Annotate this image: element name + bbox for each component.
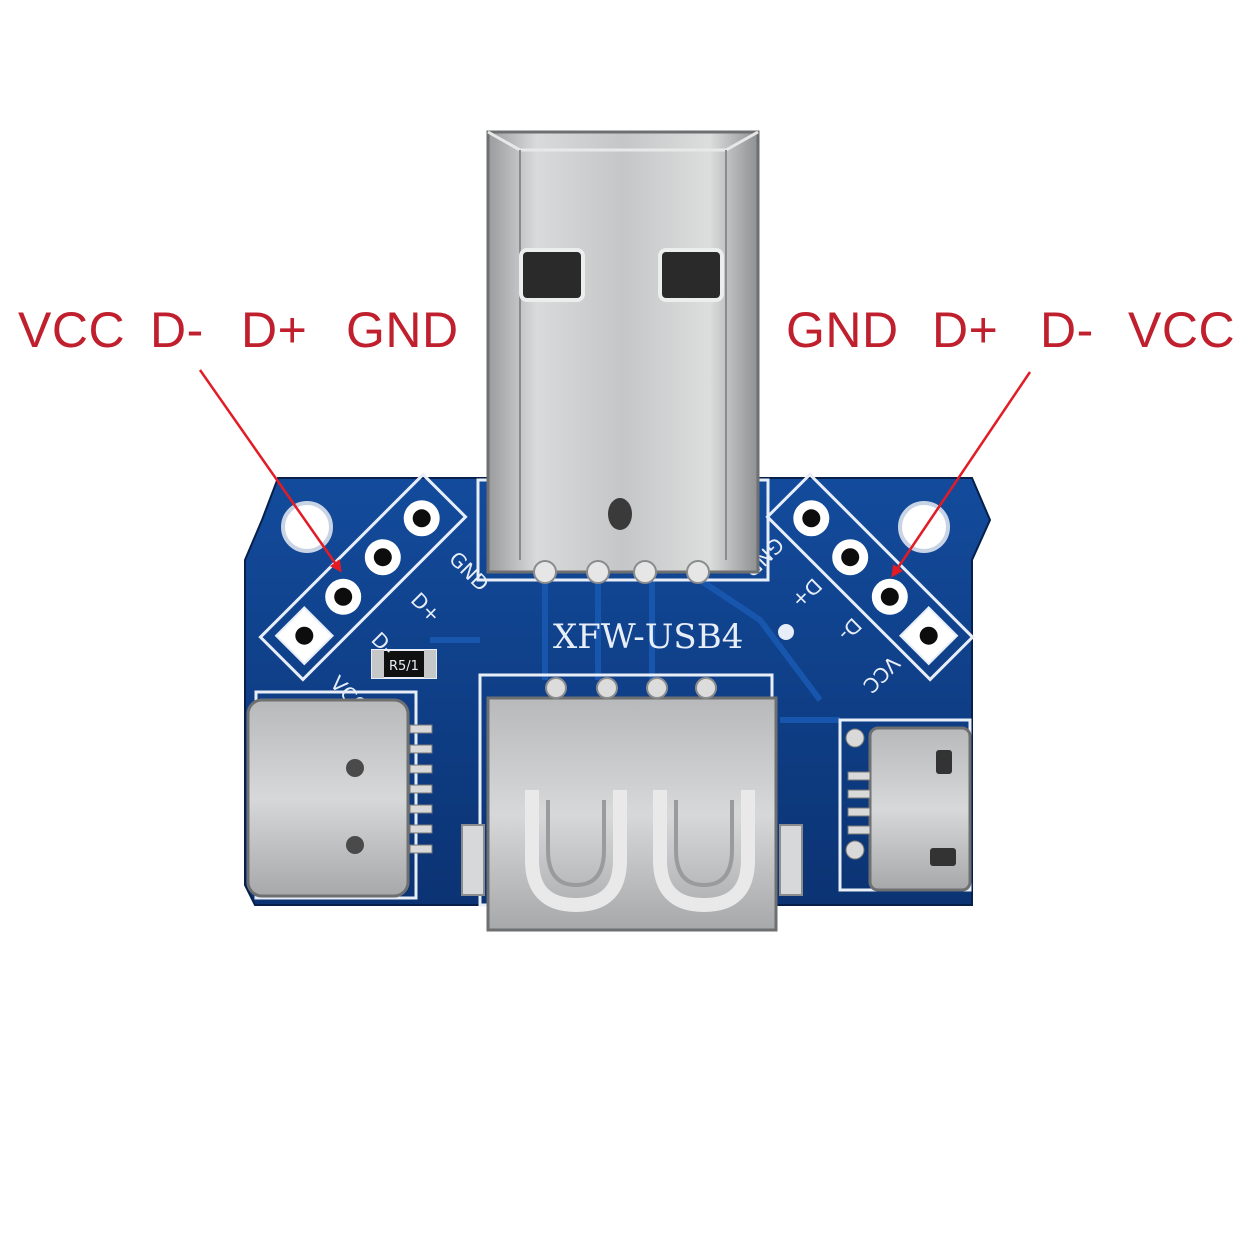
right-pad-d-minus [871, 578, 908, 615]
usb-c-port-icon [246, 690, 433, 900]
left-pad-d-minus [325, 578, 362, 615]
right-label-d-minus: D- [1040, 302, 1094, 358]
smd-resistor: R5/1 [371, 649, 437, 679]
right-pad-vcc [898, 605, 959, 666]
mounting-hole-left [281, 501, 333, 553]
right-pad-gnd [793, 500, 830, 537]
right-label-d-plus: D+ [932, 302, 999, 358]
left-label-d-plus: D+ [241, 302, 308, 358]
board-model-text: XFW-USB4 [553, 617, 743, 657]
left-pad-gnd [403, 500, 440, 537]
usb-a-female-port-icon [461, 673, 803, 932]
right-label-gnd: GND [786, 302, 899, 358]
resistor-marking: R5/1 [389, 659, 419, 674]
left-vcc-arrow [198, 369, 342, 573]
left-label-gnd: GND [346, 302, 459, 358]
left-pad-d-plus [364, 539, 401, 576]
right-vcc-arrow [891, 371, 1032, 578]
right-pad-d-plus [832, 539, 869, 576]
left-label-d-minus: D- [150, 302, 204, 358]
pcb-board: XFW-USB4 R5/1 [244, 477, 992, 906]
left-label-vcc: VCC [18, 302, 126, 358]
left-pad-vcc [274, 605, 335, 666]
usb-a-male-connector-icon [486, 130, 760, 584]
micro-usb-port-icon [838, 718, 972, 892]
right-label-vcc: VCC [1128, 302, 1236, 358]
